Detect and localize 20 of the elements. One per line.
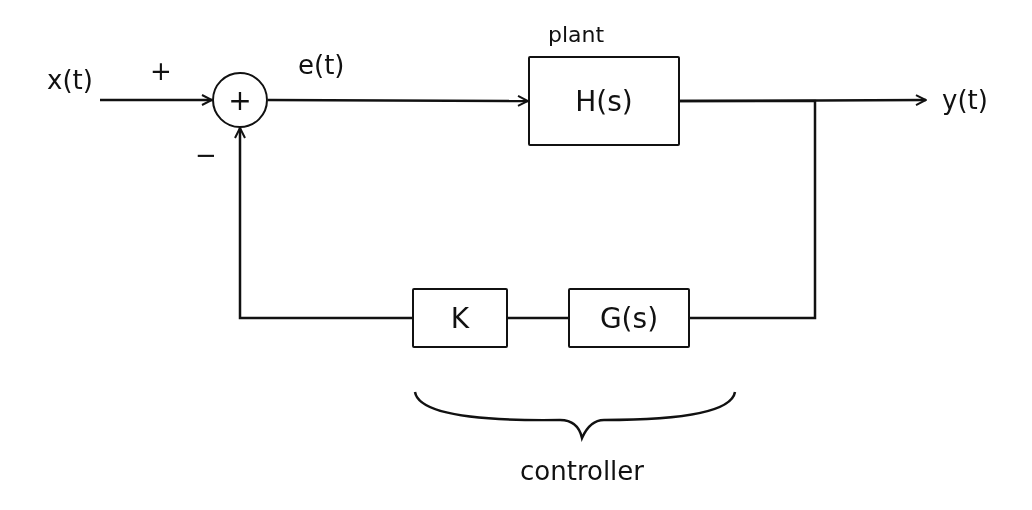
block-caption: plant xyxy=(548,24,605,46)
block-box xyxy=(568,288,690,348)
block-label: + xyxy=(228,83,252,117)
arrow xyxy=(100,94,213,106)
arrow xyxy=(268,94,529,107)
connector-line xyxy=(508,316,568,320)
edge-label: + xyxy=(150,58,172,84)
block-box xyxy=(412,288,508,348)
summing-junction xyxy=(212,72,268,128)
block-label: G(s) xyxy=(599,301,659,335)
block-label: H(s) xyxy=(575,84,633,118)
signal-label: y(t) xyxy=(930,80,1000,120)
signal-label: x(t) xyxy=(40,60,100,100)
connector-line xyxy=(680,99,817,320)
bracket-label: controller xyxy=(520,458,645,484)
block-box xyxy=(528,56,680,146)
edge-label: − xyxy=(195,142,217,168)
arrow xyxy=(234,127,412,320)
edge-label: e(t) xyxy=(298,52,345,78)
block-label: K xyxy=(450,301,470,335)
